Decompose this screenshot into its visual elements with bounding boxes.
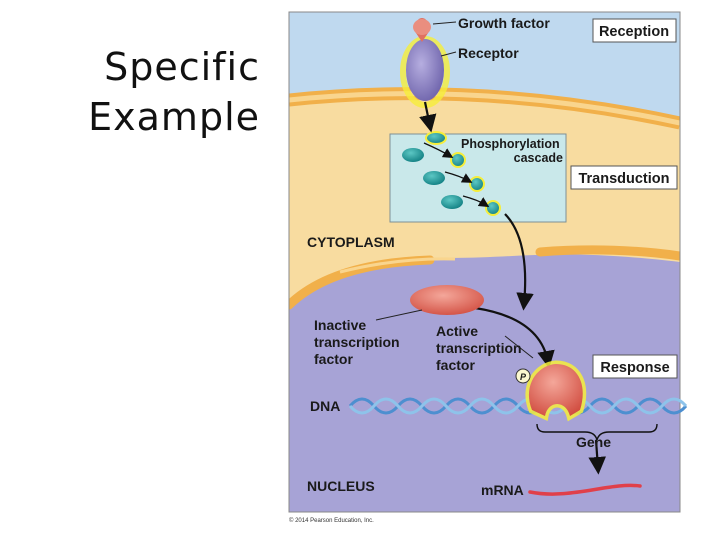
svg-text:Transduction: Transduction	[578, 171, 669, 187]
gene-label: Gene	[576, 434, 611, 450]
nucleus-label: NUCLEUS	[307, 478, 375, 494]
svg-text:Reception: Reception	[599, 24, 669, 40]
cascade-arrows	[423, 142, 490, 208]
phosphate-label: P	[520, 372, 527, 382]
transduction-box: Transduction	[570, 165, 678, 190]
phosphorylation-label: Phosphorylation	[461, 137, 560, 151]
reception-box: Reception	[592, 18, 677, 43]
response-box: Response	[592, 354, 678, 379]
diagram-panel	[289, 12, 680, 512]
active-transcription-factor	[525, 360, 587, 422]
inactive-transcription-factor	[410, 285, 484, 315]
inactive-tf-label-line1: Inactive	[314, 317, 366, 333]
gene-bracket	[536, 423, 658, 441]
growth-factor-label: Growth factor	[458, 15, 550, 31]
active-tf-label-line2: transcription	[436, 340, 522, 356]
nucleus-region	[289, 254, 680, 512]
dna-helix	[348, 397, 688, 415]
phosphate-group	[515, 368, 531, 384]
dna-label: DNA	[310, 398, 340, 414]
inactive-tf-label-line3: factor	[314, 351, 353, 367]
cascade-label: cascade	[514, 151, 563, 165]
growth-factor-molecule	[413, 18, 431, 42]
receptor-protein	[400, 36, 450, 108]
active-tf-label-line3: factor	[436, 357, 475, 373]
cytoplasm-label: CYTOPLASM	[307, 234, 395, 250]
svg-text:Response: Response	[600, 360, 669, 376]
receptor-label: Receptor	[458, 45, 519, 61]
slide-title: Specific Example	[88, 45, 260, 139]
mrna-label: mRNA	[481, 482, 524, 498]
active-tf-label-line1: Active	[436, 323, 478, 339]
mrna-strand	[528, 483, 642, 496]
nuclear-envelope-right	[535, 245, 680, 261]
copyright-label: © 2014 Pearson Education, Inc.	[289, 517, 374, 524]
inactive-tf-label-line2: transcription	[314, 334, 400, 350]
signal-arrows	[419, 101, 606, 475]
